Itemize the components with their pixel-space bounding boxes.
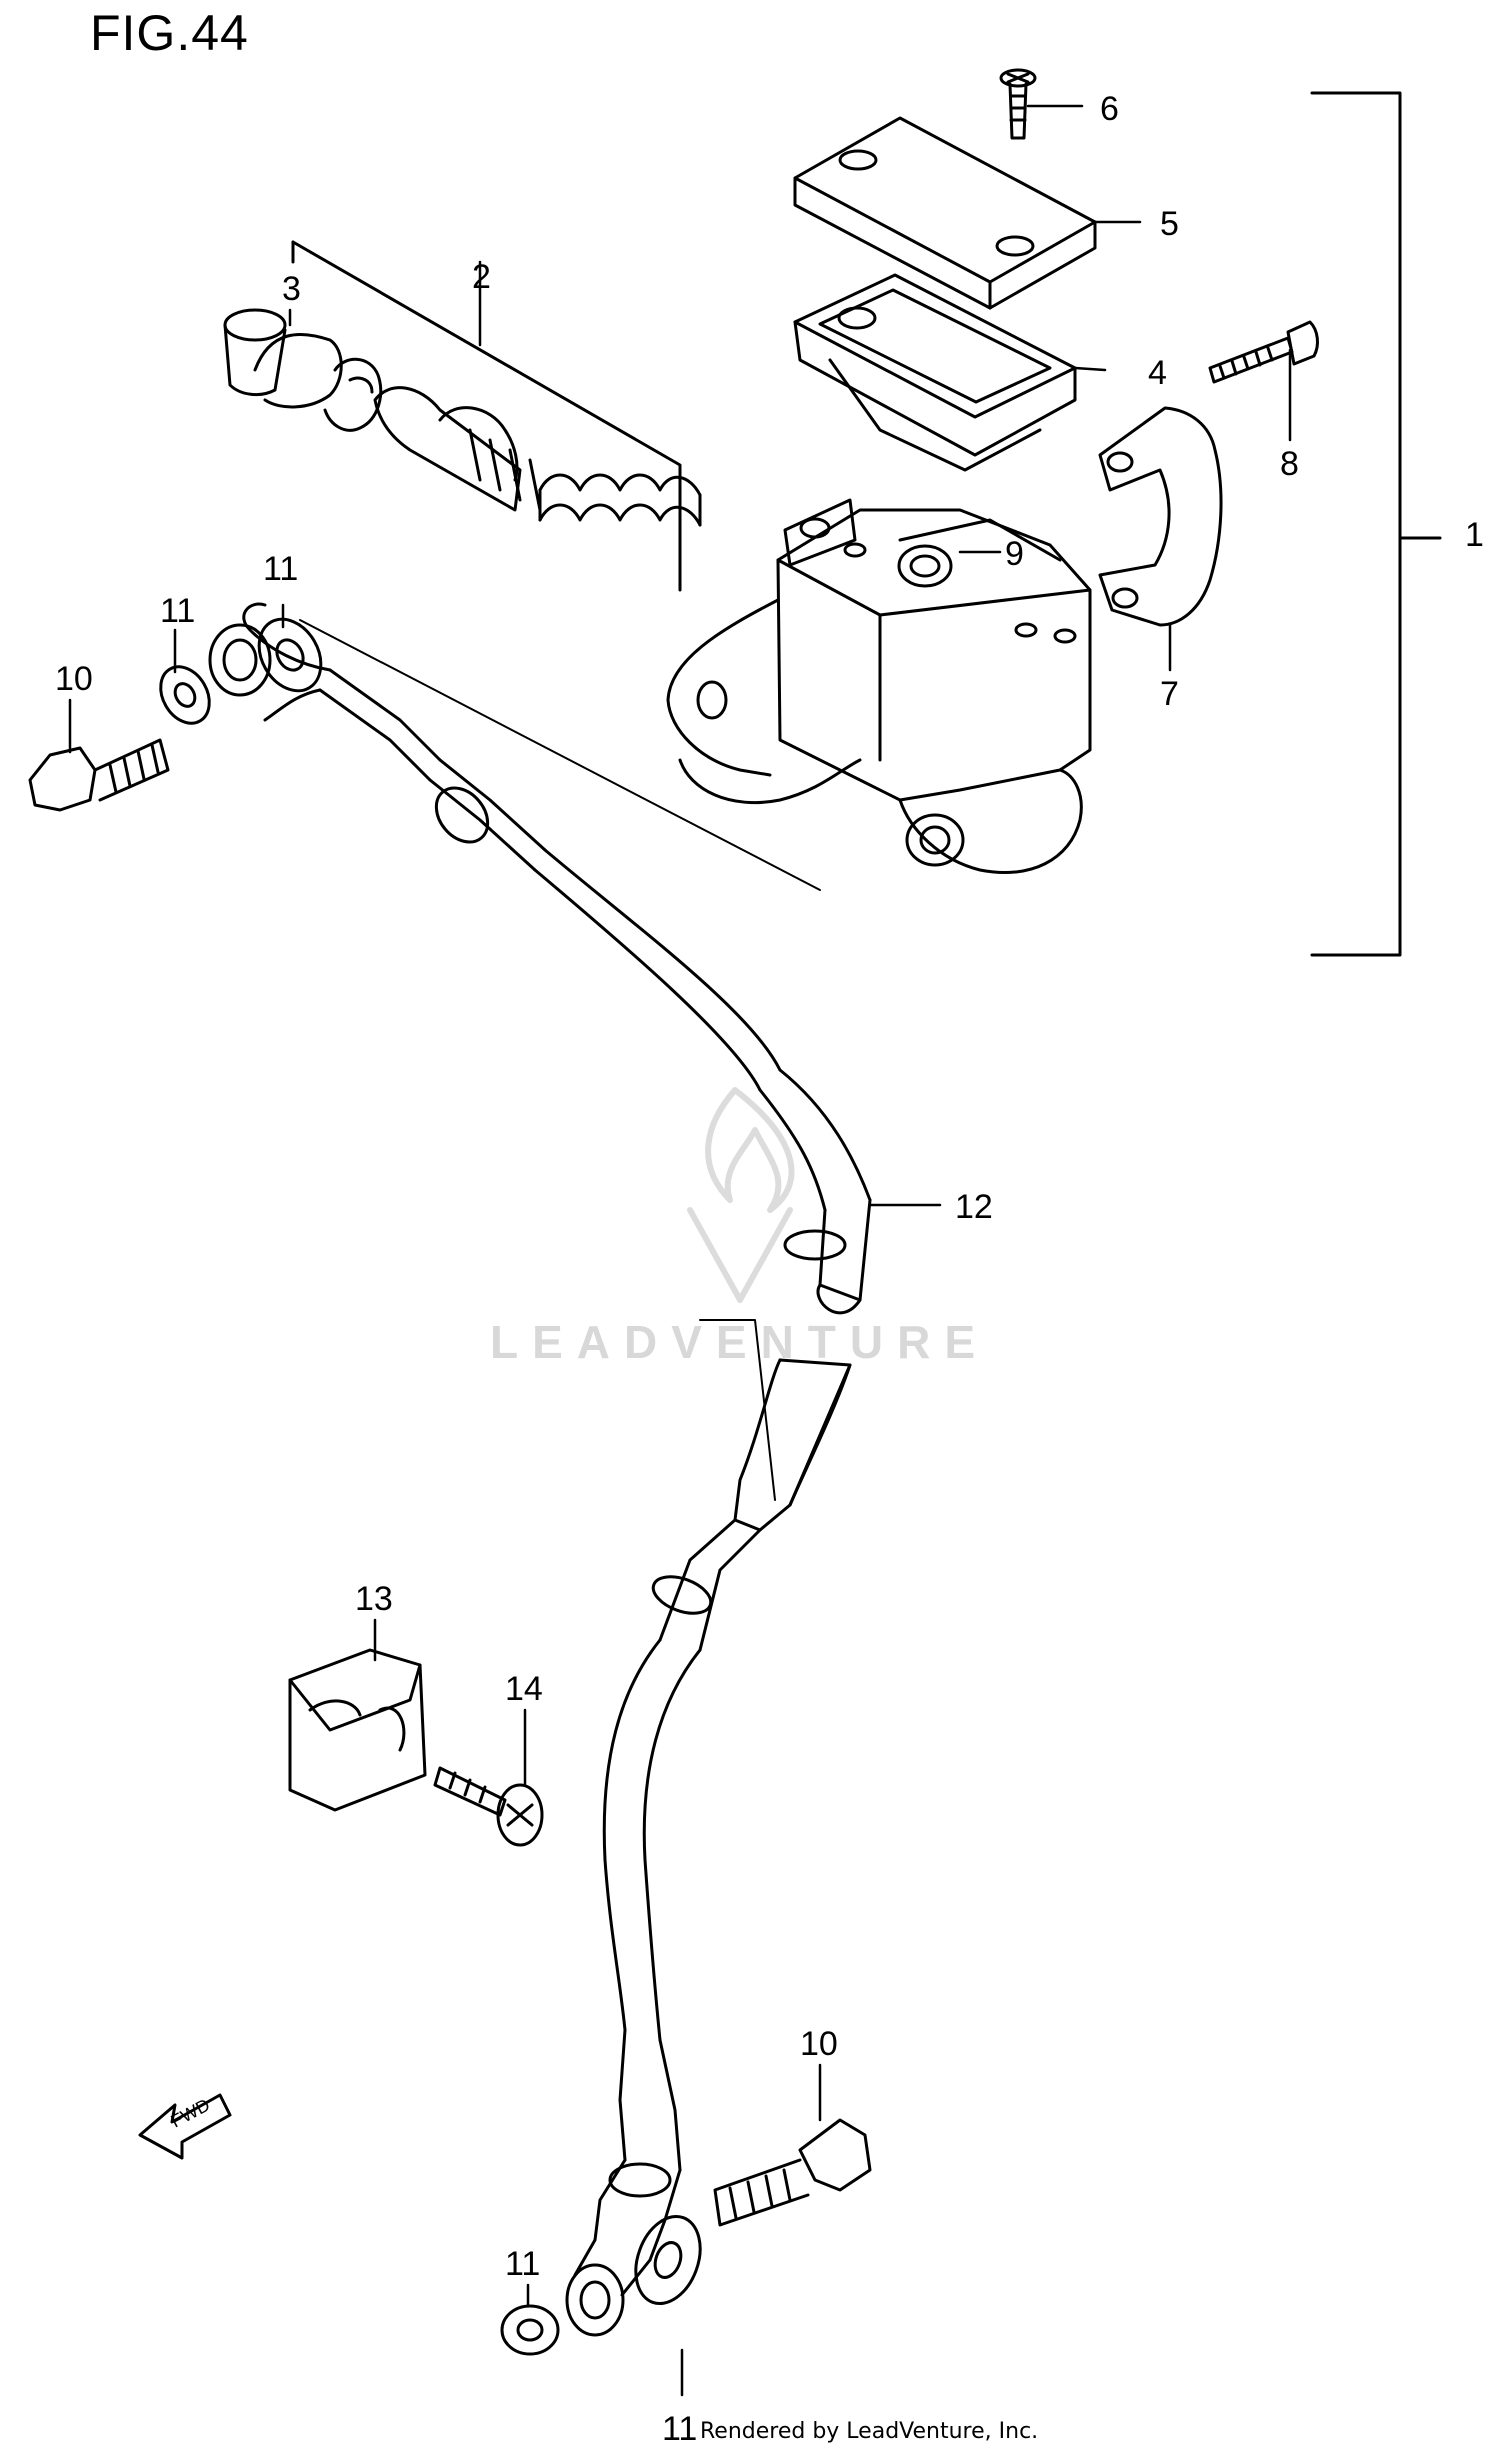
callout-3: 3 — [282, 270, 301, 308]
hose-clamp — [288, 1648, 427, 1812]
callout-11-lower-b: 11 — [662, 2410, 697, 2448]
brake-hose — [318, 668, 872, 2262]
callout-6: 6 — [1100, 90, 1119, 128]
clamp-screw — [433, 1766, 544, 1847]
lower-union-bolt — [713, 2118, 872, 2227]
watermark-logo-icon — [687, 1087, 795, 1303]
circlip — [323, 357, 383, 432]
lower-washers — [500, 2214, 702, 2356]
reservoir-cap — [793, 116, 1097, 310]
watermark-text: LEADVENTURE — [490, 1316, 990, 1368]
piston-and-spring — [373, 386, 702, 527]
credit-text: Rendered by LeadVenture, Inc. — [700, 2419, 1039, 2444]
callout-1: 1 — [1465, 516, 1484, 554]
callout-5: 5 — [1160, 205, 1179, 243]
callout-11-upper-a: 11 — [160, 592, 195, 630]
callout-14: 14 — [505, 1670, 543, 1708]
callout-13: 13 — [355, 1580, 393, 1618]
reservoir-cap-screw — [999, 68, 1037, 140]
fwd-label: FWD — [167, 2095, 213, 2132]
axis-lines — [299, 619, 821, 1501]
clamp-bolt — [1208, 320, 1319, 384]
callout-11-upper-b: 11 — [263, 550, 298, 588]
callout-7: 7 — [1160, 675, 1179, 713]
leader-lines — [68, 104, 1292, 2397]
master-cylinder-body — [666, 498, 1092, 875]
dust-boot — [223, 308, 343, 409]
upper-banjo-fitting — [208, 602, 332, 722]
upper-washers — [159, 617, 323, 725]
fwd-arrow-icon: FWD — [138, 2093, 232, 2160]
callout-12: 12 — [955, 1188, 993, 1226]
assembly-bracket — [1310, 91, 1442, 957]
figure-title: FIG.44 — [90, 5, 249, 61]
callout-2: 2 — [472, 258, 491, 296]
callout-4: 4 — [1148, 354, 1167, 392]
handlebar-clamp — [1098, 406, 1223, 627]
callout-8: 8 — [1280, 445, 1299, 483]
callout-10-upper: 10 — [55, 660, 93, 698]
callout-labels: 1 2 3 4 5 6 7 8 9 10 11 11 12 13 14 10 1… — [55, 90, 1484, 2448]
callout-11-lower-a: 11 — [505, 2245, 540, 2283]
callout-10-lower: 10 — [800, 2025, 838, 2063]
upper-union-bolt — [28, 738, 170, 812]
reservoir-diaphragm — [793, 273, 1077, 472]
callout-9: 9 — [1005, 535, 1024, 573]
piston-kit-bracket — [291, 240, 682, 592]
